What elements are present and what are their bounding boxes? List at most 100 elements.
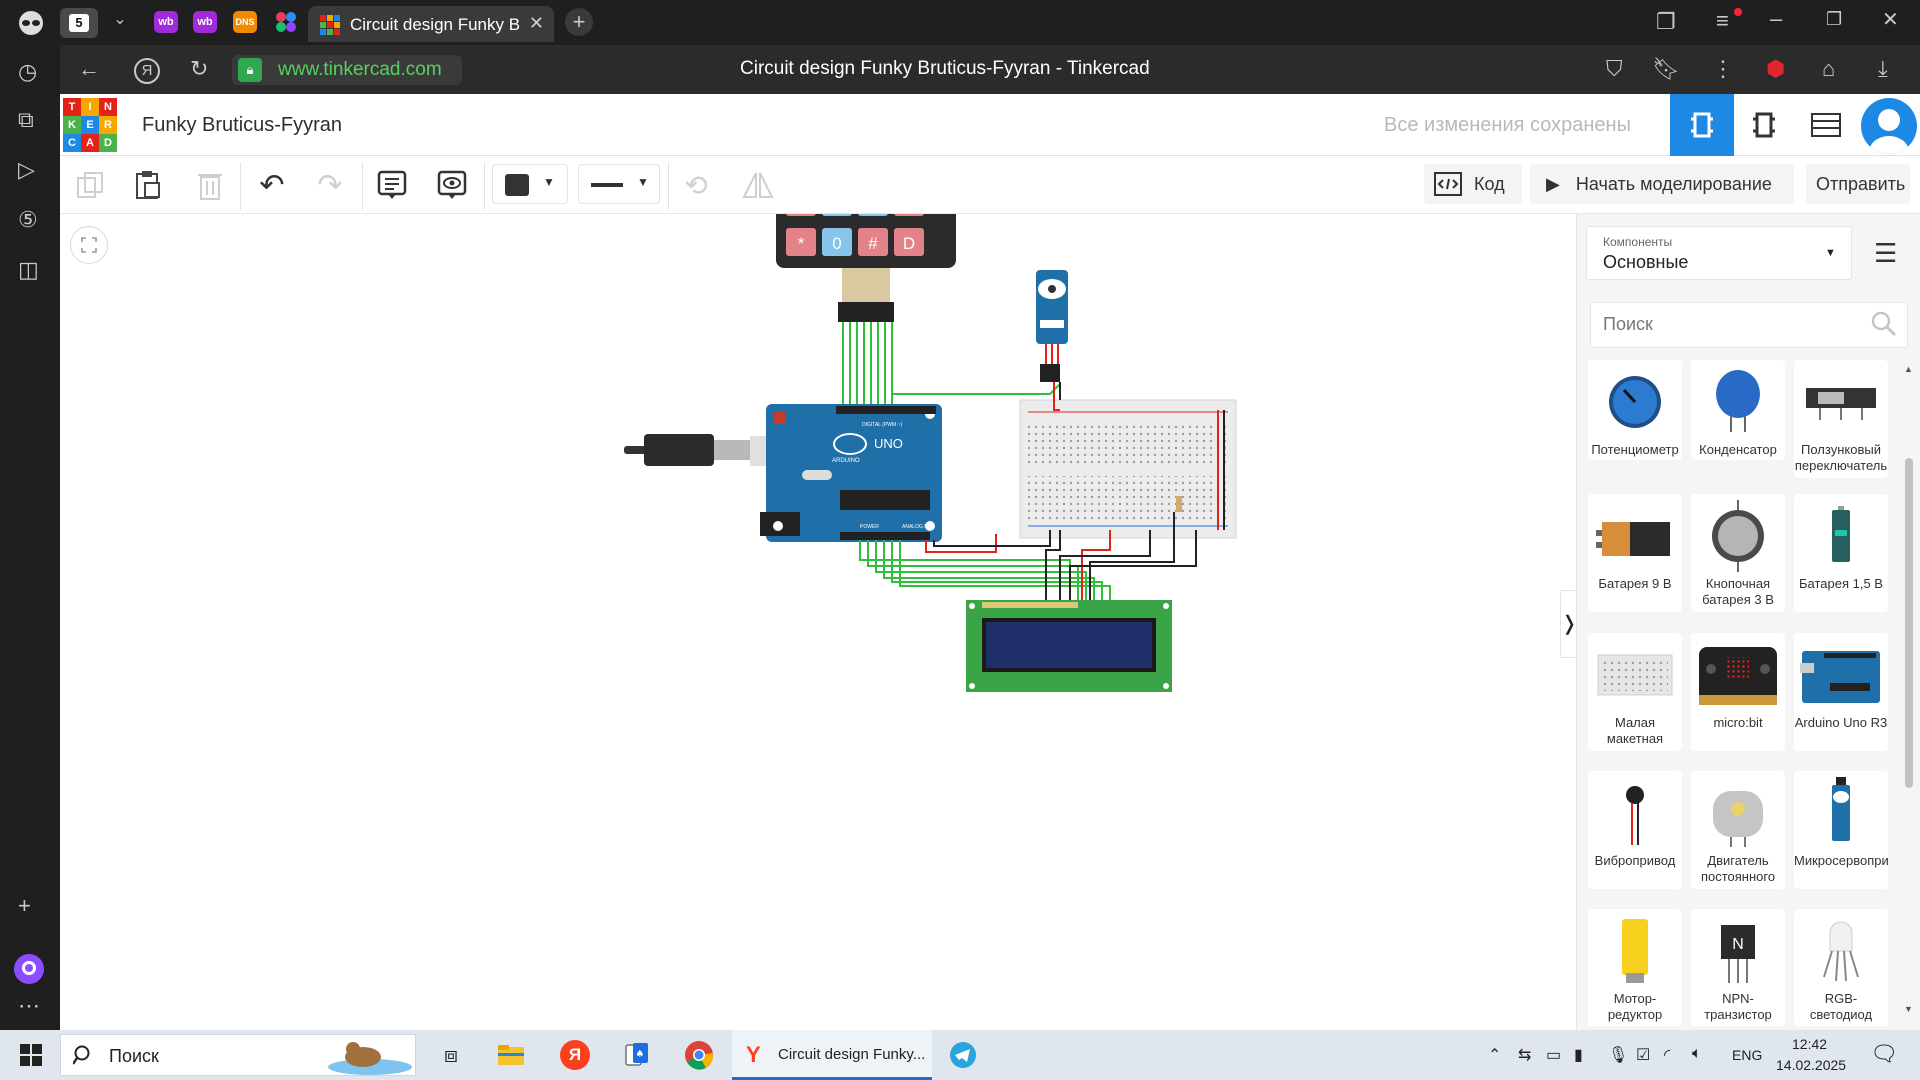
tray-chevron-up-icon[interactable]: ⌃ xyxy=(1488,1047,1502,1064)
tab-group-counter[interactable]: 5 xyxy=(60,8,98,38)
alice-assistant-icon[interactable] xyxy=(14,954,44,984)
list-view-icon[interactable]: ☰ xyxy=(1874,238,1898,268)
user-avatar[interactable] xyxy=(1861,98,1917,154)
parts-list-button[interactable] xyxy=(1794,94,1858,156)
more-vertical-icon[interactable]: ⋮ xyxy=(1712,56,1734,81)
fill-color-dropdown[interactable]: ▼ xyxy=(492,164,568,204)
more-dots-icon[interactable]: ⋯ xyxy=(18,993,40,1018)
flip-mirror-icon[interactable] xyxy=(738,165,778,205)
tray-time[interactable]: 12:42 xyxy=(1792,1036,1828,1052)
wire-style-dropdown[interactable]: ▼ xyxy=(578,164,660,204)
project-title[interactable]: Funky Bruticus-Fyyran xyxy=(142,114,343,136)
tray-date[interactable]: 14.02.2025 xyxy=(1776,1057,1847,1073)
component-slide-switch[interactable]: Ползунковый переключатель xyxy=(1794,360,1888,478)
adblock-icon[interactable]: ⬢ xyxy=(1766,56,1786,81)
tray-battery-icon[interactable]: ▭ xyxy=(1546,1047,1562,1064)
pinned-tab-wb2-icon[interactable]: wb xyxy=(193,11,217,33)
windows-start-icon[interactable] xyxy=(16,1040,46,1070)
fit-view-icon[interactable] xyxy=(70,226,108,264)
scroll-up-icon[interactable]: ▲ xyxy=(1904,364,1913,374)
pinned-tab-dns-icon[interactable]: DNS xyxy=(233,11,257,33)
tray-settings-icon[interactable]: ⇆ xyxy=(1518,1047,1532,1064)
component-breadboard-small[interactable]: Малая макетная плата xyxy=(1588,633,1682,751)
copy-icon[interactable] xyxy=(70,165,110,205)
video-play-icon[interactable]: ▷ xyxy=(18,157,35,182)
search-input[interactable]: Поиск xyxy=(1590,302,1908,348)
tray-microphone-icon[interactable]: 🎙︎ xyxy=(1608,1047,1629,1064)
component-vibration-motor[interactable]: Вибропривод xyxy=(1588,771,1682,889)
restore-icon[interactable]: ❐ xyxy=(1826,9,1843,29)
tab-manager-icon[interactable]: ❐ xyxy=(1656,9,1676,34)
workspace-canvas[interactable]: * 0 # D xyxy=(60,214,1576,1030)
send-button[interactable]: Отправить xyxy=(1806,164,1910,204)
trash-icon[interactable] xyxy=(190,165,230,205)
task-view-icon[interactable]: ⧈ xyxy=(444,1042,458,1067)
breadboard[interactable] xyxy=(1019,399,1237,539)
rotate-icon[interactable]: ⟲ xyxy=(684,169,708,201)
add-panel-plus-icon[interactable]: + xyxy=(18,893,31,918)
component-rgb-led[interactable]: RGB-светодиод xyxy=(1794,909,1888,1026)
components-dropdown[interactable]: Компоненты Основные ▼ xyxy=(1586,226,1852,280)
component-battery-9v[interactable]: Батарея 9 В xyxy=(1588,494,1682,612)
telegram-icon[interactable] xyxy=(948,1040,978,1070)
pinned-tab-wb-icon[interactable]: wb xyxy=(154,11,178,33)
redo-icon[interactable]: ↷ xyxy=(317,168,343,202)
lcd-16x2[interactable] xyxy=(966,600,1172,692)
panel-scrollbar[interactable]: ▲ ▼ xyxy=(1902,364,1916,1014)
close-icon[interactable]: ✕ xyxy=(528,13,544,33)
chevron-down-icon[interactable]: ⌄ xyxy=(113,11,127,28)
collapse-panel-chevron-icon[interactable]: ❭ xyxy=(1560,590,1576,658)
micro-servo[interactable] xyxy=(1036,270,1068,382)
camera-icon[interactable]: ◫ xyxy=(18,257,39,282)
component-battery-aa[interactable]: Батарея 1,5 В xyxy=(1794,494,1888,612)
reader-icon[interactable]: ⌂ xyxy=(1822,56,1836,81)
yandex-browser-taskbar-icon[interactable]: Я xyxy=(560,1040,590,1070)
history-clock-icon[interactable]: ◷ xyxy=(18,59,38,84)
file-explorer-icon[interactable] xyxy=(496,1040,526,1070)
menu-hamburger-icon[interactable]: ≡ xyxy=(1716,8,1742,32)
component-potentiometer[interactable]: Потенциометр xyxy=(1588,360,1682,460)
collections-icon[interactable]: ⧉ xyxy=(18,107,34,132)
paste-clipboard-icon[interactable] xyxy=(128,165,168,205)
component-microbit[interactable]: micro:bit xyxy=(1691,633,1785,751)
scroll-down-icon[interactable]: ▼ xyxy=(1904,1004,1913,1014)
pinned-tab-apps-icon[interactable] xyxy=(274,11,298,33)
notes-icon[interactable] xyxy=(372,165,412,205)
tab-active[interactable]: Circuit design Funky Bruticus-Fyyran ✕ xyxy=(308,6,554,42)
component-npn-transistor[interactable]: N NPN-транзистор xyxy=(1691,909,1785,1026)
undo-icon[interactable]: ↶ xyxy=(259,168,285,202)
five-badge-icon[interactable]: ⑤ xyxy=(18,207,38,232)
url-text[interactable]: www.tinkercad.com xyxy=(278,59,442,80)
component-capacitor[interactable]: Конденсатор xyxy=(1691,360,1785,460)
back-arrow-icon[interactable]: ← xyxy=(78,56,100,81)
yandex-logo-icon[interactable]: Я xyxy=(134,58,160,84)
tray-language[interactable]: ENG xyxy=(1732,1047,1763,1063)
show-notes-eye-icon[interactable] xyxy=(432,165,472,205)
taskbar-active-app[interactable]: Y Circuit design Funky... xyxy=(732,1030,932,1080)
reload-icon[interactable]: ↻ xyxy=(190,56,209,81)
tray-volume-icon[interactable]: 🔈︎ xyxy=(1692,1045,1702,1062)
tinkercad-logo[interactable]: T I N K E R C A D xyxy=(63,98,117,152)
scrollbar-thumb[interactable] xyxy=(1905,458,1913,788)
tray-vpn-icon[interactable]: ☑ xyxy=(1636,1047,1651,1064)
window-close-icon[interactable]: ✕ xyxy=(1882,9,1899,31)
component-coin-battery[interactable]: Кнопочная батарея 3 В xyxy=(1691,494,1785,612)
bookmark-icon[interactable]: 🔖︎ xyxy=(1652,56,1680,81)
arduino-uno-board[interactable] xyxy=(760,404,942,542)
component-dc-motor[interactable]: Двигатель постоянного тока xyxy=(1691,771,1785,889)
schematic-view-button[interactable] xyxy=(1732,94,1796,156)
url-field[interactable]: 🔒︎ xyxy=(232,55,462,85)
notification-center-icon[interactable]: 🗨︎ xyxy=(1870,1041,1898,1066)
circuit-view-button[interactable] xyxy=(1670,94,1734,156)
browser-alien-icon[interactable] xyxy=(14,10,48,36)
extensions-icon[interactable]: ⛉ xyxy=(1606,56,1623,81)
new-tab-plus-icon[interactable]: + xyxy=(565,8,593,36)
minimize-icon[interactable]: – xyxy=(1770,6,1783,31)
component-gear-motor[interactable]: Мотор-редуктор xyxy=(1588,909,1682,1026)
tray-meter-icon[interactable]: ▮ xyxy=(1574,1047,1583,1064)
tray-wifi-icon[interactable]: ◜ xyxy=(1664,1047,1671,1064)
keypad-4x4[interactable] xyxy=(776,214,956,322)
component-micro-servo[interactable]: Микросервопривод xyxy=(1794,771,1888,889)
component-arduino-uno[interactable]: Arduino Uno R3 xyxy=(1794,633,1888,751)
code-button[interactable]: Код xyxy=(1424,164,1522,204)
